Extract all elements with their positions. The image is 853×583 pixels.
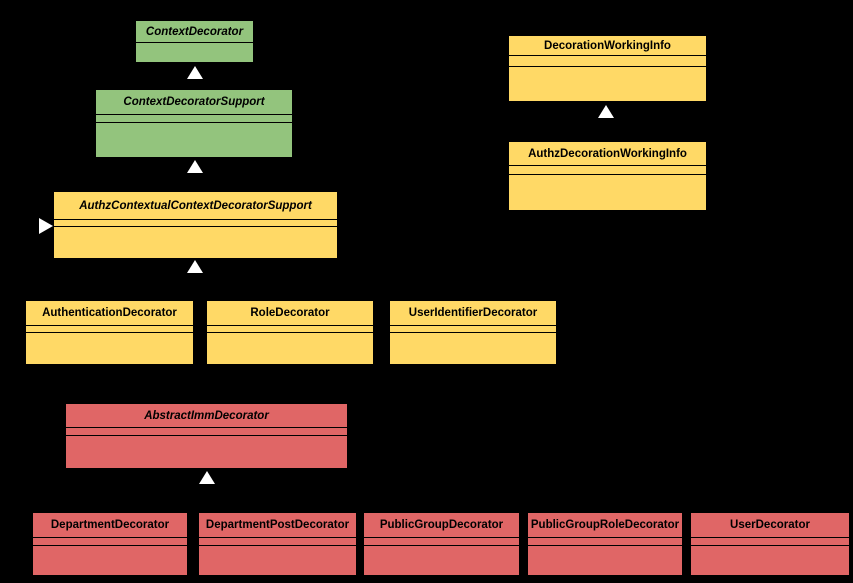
class-box-department-post-decorator[interactable]: DepartmentPostDecorator [198, 512, 357, 576]
class-name: PublicGroupDecorator [364, 513, 519, 538]
generalization-arrowhead-to-decoration-working-info [598, 105, 614, 118]
class-body-compartment [528, 546, 682, 575]
class-attributes-compartment [509, 56, 706, 67]
class-box-user-decorator[interactable]: UserDecorator [690, 512, 850, 576]
class-body-compartment [26, 333, 193, 364]
class-box-department-decorator[interactable]: DepartmentDecorator [32, 512, 188, 576]
class-attributes-compartment [528, 538, 682, 546]
class-body-compartment [390, 333, 556, 364]
class-box-public-group-decorator[interactable]: PublicGroupDecorator [363, 512, 520, 576]
class-body-compartment [66, 436, 347, 468]
class-attributes-compartment [33, 538, 187, 546]
class-attributes-compartment [691, 538, 849, 546]
class-body-compartment [691, 546, 849, 575]
class-name: AuthzDecorationWorkingInfo [509, 142, 706, 166]
class-body-compartment [364, 546, 519, 575]
class-name: AuthzContextualContextDecoratorSupport [54, 192, 337, 220]
class-attributes-compartment [364, 538, 519, 546]
class-box-user-identifier-decorator[interactable]: UserIdentifierDecorator [389, 300, 557, 365]
class-name: AuthenticationDecorator [26, 301, 193, 326]
class-attributes-compartment [54, 220, 337, 227]
generalization-arrowhead-to-context-decorator-support [187, 160, 203, 173]
generalization-arrowhead-left-to-authz-contextual-support [39, 218, 53, 234]
class-name: UserIdentifierDecorator [390, 301, 556, 326]
class-name: DepartmentDecorator [33, 513, 187, 538]
class-name: AbstractImmDecorator [66, 404, 347, 428]
class-body-compartment [33, 546, 187, 575]
generalization-arrowhead-to-context-decorator [187, 66, 203, 79]
class-box-role-decorator[interactable]: RoleDecorator [206, 300, 374, 365]
class-body-compartment [96, 123, 292, 157]
class-body-compartment [207, 333, 373, 364]
class-box-authentication-decorator[interactable]: AuthenticationDecorator [25, 300, 194, 365]
class-name: PublicGroupRoleDecorator [528, 513, 682, 538]
class-name: DepartmentPostDecorator [199, 513, 356, 538]
class-body-compartment [509, 175, 706, 210]
class-name: ContextDecorator [136, 21, 253, 43]
class-attributes-compartment [390, 326, 556, 333]
generalization-arrowhead-to-abstract-imm-decorator [199, 471, 215, 484]
generalization-arrowhead-to-authz-contextual-support [187, 260, 203, 273]
class-name: ContextDecoratorSupport [96, 90, 292, 115]
class-box-abstract-imm-decorator[interactable]: AbstractImmDecorator [65, 403, 348, 469]
class-body-compartment [136, 43, 253, 62]
class-body-compartment [199, 546, 356, 575]
class-body-compartment [54, 227, 337, 258]
class-attributes-compartment [96, 115, 292, 123]
class-attributes-compartment [509, 166, 706, 175]
class-box-authz-contextual-context-decorator-support[interactable]: AuthzContextualContextDecoratorSupport [53, 191, 338, 259]
class-box-decoration-working-info[interactable]: DecorationWorkingInfo [508, 35, 707, 102]
class-name: RoleDecorator [207, 301, 373, 326]
class-attributes-compartment [26, 326, 193, 333]
class-attributes-compartment [199, 538, 356, 546]
class-attributes-compartment [207, 326, 373, 333]
class-box-context-decorator[interactable]: ContextDecorator [135, 20, 254, 63]
class-name: UserDecorator [691, 513, 849, 538]
class-box-public-group-role-decorator[interactable]: PublicGroupRoleDecorator [527, 512, 683, 576]
class-box-context-decorator-support[interactable]: ContextDecoratorSupport [95, 89, 293, 158]
class-body-compartment [509, 67, 706, 101]
class-box-authz-decoration-working-info[interactable]: AuthzDecorationWorkingInfo [508, 141, 707, 211]
class-name: DecorationWorkingInfo [509, 36, 706, 56]
class-attributes-compartment [66, 428, 347, 436]
